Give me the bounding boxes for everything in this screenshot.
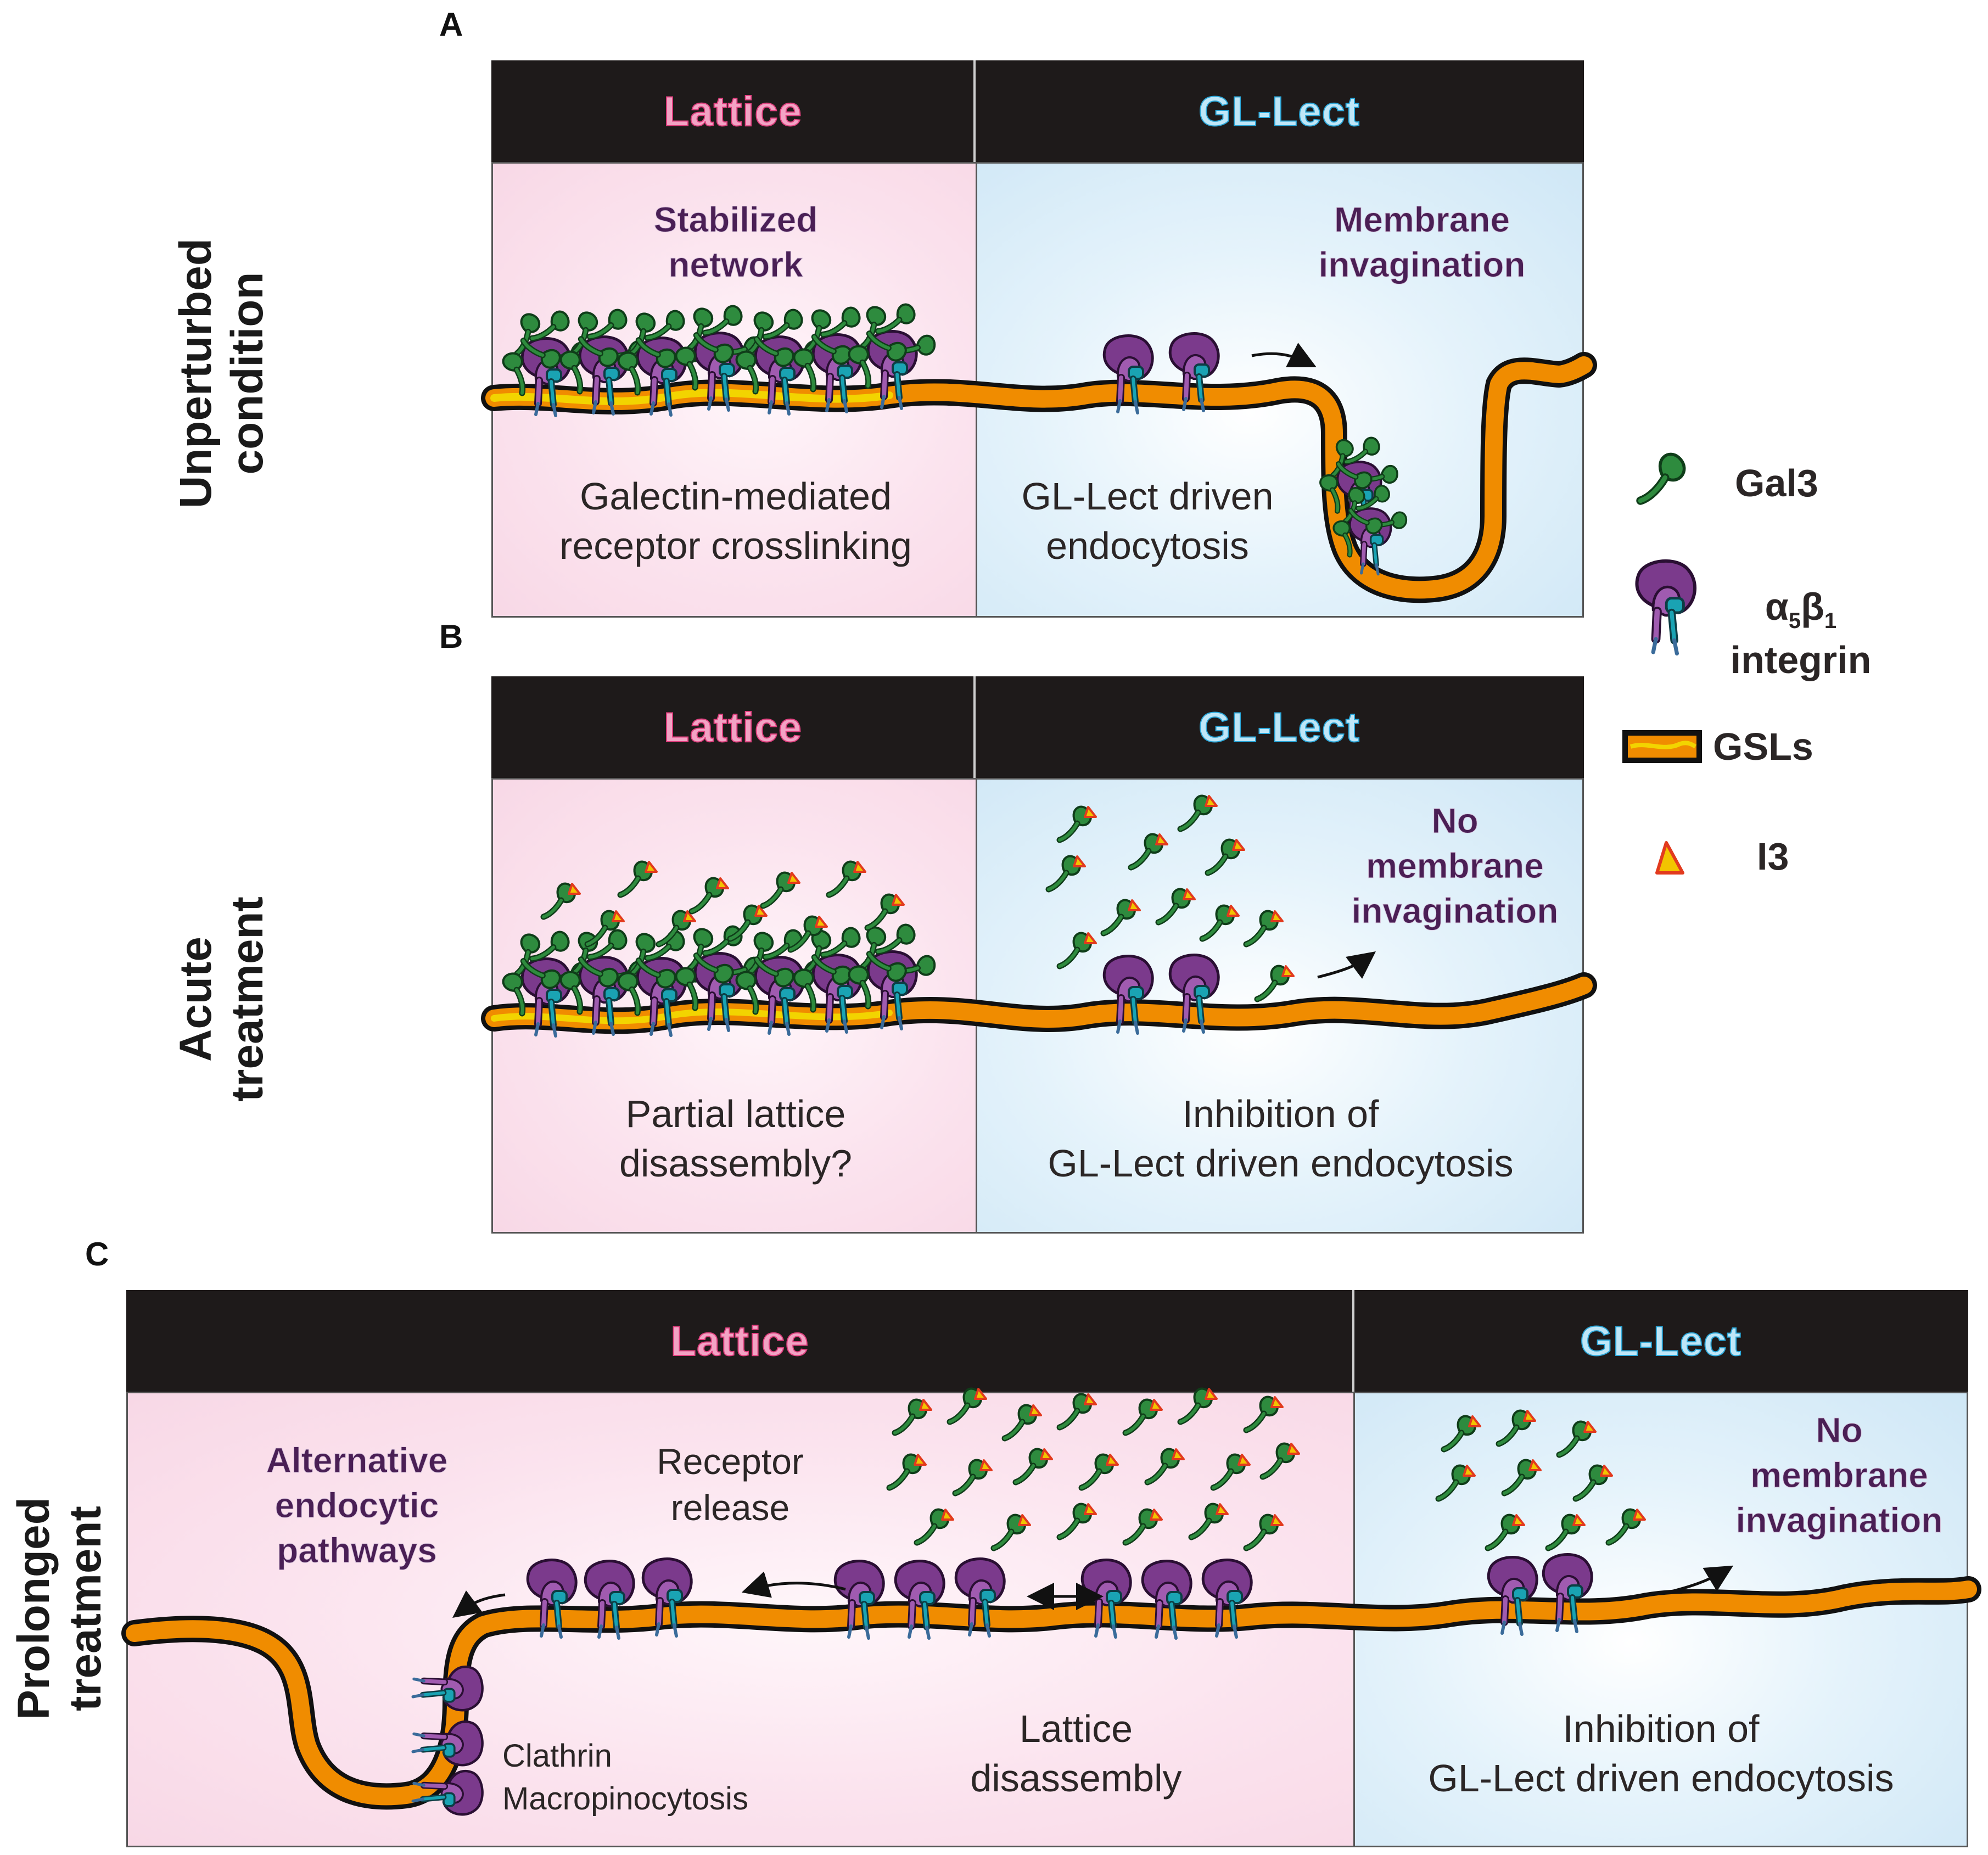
panel-c-alt-title-line1: Alternative (266, 1441, 448, 1481)
legend-gal3-label: Gal3 (1735, 462, 1818, 505)
panel-b-gllect-integrins (1049, 796, 1376, 1033)
panel-b-gllect-caption-line2: GL-Lect driven endocytosis (1048, 1141, 1514, 1185)
panel-a-lattice-header: Lattice (663, 88, 802, 136)
panel-c-gllect-header: GL-Lect (1580, 1318, 1742, 1365)
panel-letter-a: A (439, 6, 463, 43)
panel-c-pathway-clathrin: Clathrin (502, 1738, 612, 1774)
panel-c-lattice-header: Lattice (670, 1318, 809, 1365)
panel-a-gllect-title: Membrane invagination (1263, 198, 1581, 288)
panel-a-header: Lattice GL-Lect (491, 60, 1584, 162)
panel-c-gllect-title-line1: No (1816, 1410, 1863, 1450)
panel-c-alt-title: Alternative endocytic pathways (220, 1438, 494, 1573)
panel-c-alt-title-line2: endocytic (275, 1485, 439, 1525)
panel-c-gllect-title: No membrane invagination (1702, 1408, 1976, 1543)
panel-b-lattice-header: Lattice (663, 704, 802, 752)
panel-b-gllect-title: No membrane invagination (1318, 799, 1592, 934)
legend-i3-label: I3 (1757, 835, 1789, 878)
panel-c-pathway-label: Clathrin Macropinocytosis (502, 1735, 832, 1821)
panel-a-gllect-caption-line2: endocytosis (1046, 524, 1249, 567)
panel-a-lattice-title-line1: Stabilized (653, 200, 818, 240)
panel-a-lattice-caption: Galectin-mediated receptor crosslinking (494, 472, 977, 570)
panel-a-lattice-title-line2: network (668, 244, 803, 284)
panel-c-gllect-caption-line1: Inhibition of (1563, 1707, 1760, 1750)
panel-b-lattice-caption-line2: disassembly? (619, 1141, 853, 1185)
panel-letter-c: C (85, 1236, 109, 1273)
legend-integrin-alpha: α (1765, 585, 1789, 628)
legend-integrin-symbol: α5β1 (1691, 582, 1911, 635)
legend-integrin-word: integrin (1730, 638, 1872, 681)
panel-c-lattice-caption-line1: Lattice (1019, 1707, 1133, 1750)
legend-integrin-alpha-sub: 5 (1788, 609, 1801, 633)
panel-c-gllect-title-line3: invagination (1735, 1500, 1943, 1540)
panel-a-lattice-caption-line2: receptor crosslinking (559, 524, 912, 567)
panel-c-alt-title-line3: pathways (277, 1530, 438, 1570)
panel-a-gllect-title-line2: invagination (1318, 244, 1526, 284)
panel-a-gllect-caption-line1: GL-Lect driven (1021, 475, 1274, 518)
panel-b-gllect-title-line2: membrane (1366, 845, 1544, 886)
panel-a-lattice-title: Stabilized network (549, 198, 922, 288)
legend-gsls-label: GSLs (1713, 725, 1813, 768)
panel-c-gllect-caption: Inhibition of GL-Lect driven endocytosis (1355, 1705, 1967, 1803)
panel-b-header: Lattice GL-Lect (491, 676, 1584, 778)
panel-a-lattice-caption-line1: Galectin-mediated (579, 475, 892, 518)
panel-a-gllect-header: GL-Lect (1198, 88, 1360, 136)
panel-b-gllect-title-line1: No (1431, 801, 1479, 841)
panel-c-membrane (121, 1576, 1981, 1810)
panel-c-pathway-macropinocytosis: Macropinocytosis (502, 1781, 749, 1817)
panel-c-lattice-caption: Lattice disassembly (856, 1705, 1296, 1803)
panel-b-lattice-caption-line1: Partial lattice (625, 1092, 846, 1135)
legend-gsls-icon (1622, 730, 1702, 763)
panel-c-release-line1: Receptor (657, 1441, 804, 1482)
panel-b-lattice-caption: Partial lattice disassembly? (494, 1090, 977, 1188)
panel-c-header: Lattice GL-Lect (126, 1290, 1968, 1392)
panel-b-gllect-header: GL-Lect (1198, 704, 1360, 752)
panel-a-header-divider (973, 60, 976, 162)
legend-integrin-icon (1637, 561, 1695, 654)
panel-letter-b: B (439, 618, 463, 655)
panel-b-gllect-caption: Inhibition of GL-Lect driven endocytosis (977, 1090, 1584, 1188)
legend-integrin-beta: β (1801, 585, 1824, 628)
panel-c-gllect-caption-line2: GL-Lect driven endocytosis (1428, 1756, 1894, 1800)
panel-a-gllect-integrins (1104, 334, 1410, 574)
panel-c-free-gal3-i3 (889, 1389, 1645, 1548)
panel-b-header-divider (973, 676, 976, 778)
panel-a-gllect-caption: GL-Lect driven endocytosis (977, 472, 1318, 570)
panel-c-release-line2: release (670, 1487, 790, 1528)
panel-c-integrins (413, 1555, 1734, 1815)
panel-b-gllect-caption-line1: Inhibition of (1182, 1092, 1379, 1135)
panel-c-gllect-title-line2: membrane (1750, 1455, 1929, 1495)
panel-c-header-divider (1352, 1290, 1354, 1392)
legend-gal3-icon (1640, 454, 1684, 501)
panel-a-gllect-title-line1: Membrane (1334, 200, 1510, 240)
legend-integrin-label: α5β1 integrin (1691, 582, 1911, 685)
panel-c-lattice-caption-line2: disassembly (970, 1756, 1182, 1800)
legend-integrin-beta-sub: 1 (1824, 609, 1837, 633)
legend-i3-icon (1655, 841, 1684, 875)
panel-c-release-label: Receptor release (620, 1438, 840, 1531)
panel-b-gllect-title-line3: invagination (1351, 890, 1559, 931)
